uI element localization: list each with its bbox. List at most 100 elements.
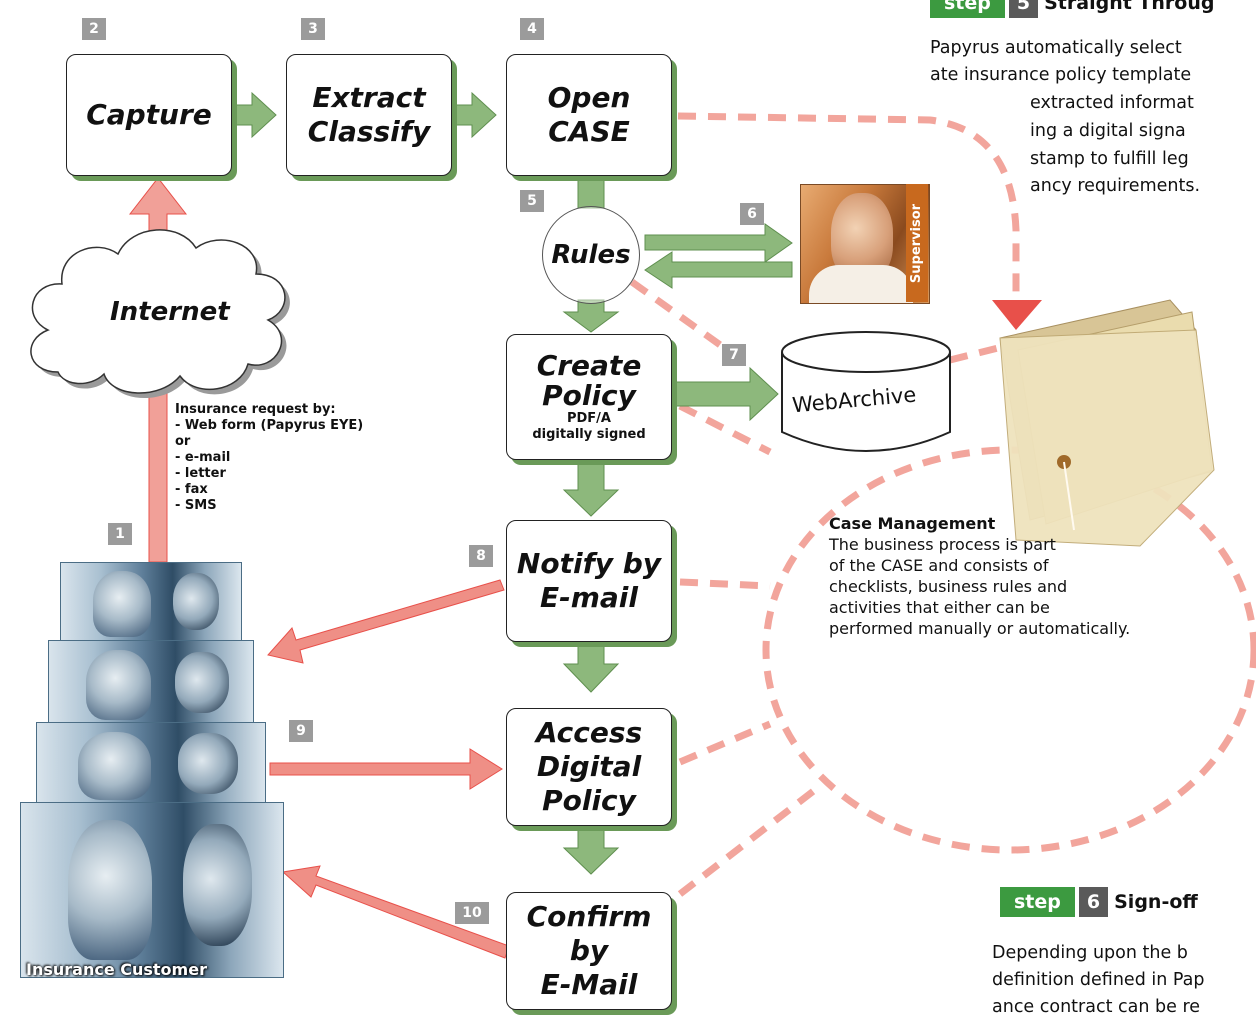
step5-line: ate insurance policy template [930, 65, 1192, 85]
step6-label: step [1000, 887, 1075, 917]
customer-photo-4 [20, 802, 284, 978]
supervisor-label: Supervisor [906, 184, 928, 302]
case-management-line: The business process is part [829, 535, 1056, 554]
step-number-3: 3 [301, 18, 325, 40]
request-item: - letter [175, 466, 226, 481]
step5-number: 5 [1008, 0, 1039, 18]
step-number-8: 8 [469, 545, 493, 567]
arrow-capture-extract [231, 91, 277, 139]
arrow-confirm-customer [281, 865, 510, 959]
step5-header: step 5 Straight Throug [930, 0, 1214, 18]
step-number-5: 5 [520, 190, 544, 212]
open-case-title-line2: CASE [548, 115, 630, 148]
extract-title-line1: Extract [312, 81, 426, 114]
request-item: or [175, 434, 191, 449]
open-case-box: Open CASE [506, 54, 672, 176]
request-item: - SMS [175, 498, 217, 513]
arrow-notify-customer [267, 579, 505, 664]
request-title: Insurance request by: [175, 402, 336, 417]
request-channels: Insurance request by: - Web form (Papyru… [175, 402, 363, 514]
confirm-box: Confirm by E-Mail [506, 892, 672, 1010]
step5-line: stamp to fulfill leg [1030, 149, 1189, 169]
dashed-link-archive [949, 341, 1011, 364]
case-management-line: of the CASE and consists of [829, 556, 1049, 575]
create-policy-sub-line1: PDF/A [566, 411, 611, 426]
request-item: - Web form (Papyrus EYE) [175, 418, 364, 433]
extract-title-line2: Classify [307, 115, 431, 148]
step6-line: Depending upon the b [992, 943, 1188, 963]
arrow-customer-access [269, 748, 503, 790]
create-policy-title-line2: Policy [542, 379, 636, 412]
case-management-text: Case Management The business process is … [829, 513, 1249, 639]
step-number-7: 7 [722, 344, 746, 366]
arrow-open-rules [577, 177, 605, 209]
step-number-1: 1 [108, 523, 132, 545]
dashed-link-open-case [677, 112, 1020, 300]
dashed-link-notify [679, 578, 771, 590]
dashed-link-confirm [677, 783, 823, 897]
request-item: - e-mail [175, 450, 231, 465]
capture-box: Capture [66, 54, 232, 176]
case-management-line: performed manually or automatically. [829, 619, 1131, 638]
internet-cloud [30, 229, 290, 399]
step-number-4: 4 [520, 18, 544, 40]
dashed-link-access [678, 720, 772, 766]
confirm-title-line1: Confirm by [526, 900, 652, 967]
arrow-create-archive [674, 366, 779, 422]
rules-circle: Rules [542, 206, 640, 304]
step6-line: ance contract can be re [992, 997, 1201, 1017]
arrow-notify-access [562, 643, 620, 693]
confirm-title-line2: E-Mail [540, 968, 638, 1001]
supervisor-label-text: Supervisor [909, 203, 925, 283]
capture-title: Capture [86, 98, 212, 131]
step5-line: ancy requirements. [1030, 176, 1201, 196]
create-policy-title-line1: Create [536, 349, 642, 382]
step6-title: Sign-off [1114, 891, 1198, 913]
step6-header: step 6 Sign-off [1000, 887, 1198, 917]
case-management-circle [762, 446, 1256, 854]
step-number-2: 2 [82, 18, 106, 40]
access-title-line2: Digital [536, 750, 642, 783]
create-policy-box: Create Policy PDF/A digitally signed [506, 334, 672, 460]
step5-line: ing a digital signa [1030, 121, 1186, 141]
access-title-line1: Access [535, 716, 643, 749]
step5-label: step [930, 0, 1005, 18]
step5-line: Papyrus automatically select [930, 38, 1182, 58]
case-management-title: Case Management [829, 514, 996, 533]
rules-title: Rules [551, 240, 631, 270]
notify-title-line2: E-mail [539, 581, 638, 614]
open-case-title-line1: Open [547, 81, 631, 114]
customer-photo-3 [36, 722, 266, 810]
arrow-access-confirm [562, 825, 620, 875]
arrow-supervisor-rules [644, 251, 793, 289]
create-policy-sub-line2: digitally signed [532, 427, 646, 442]
arrow-extract-open [451, 91, 497, 139]
green-flow-arrows [231, 91, 793, 875]
step6-line: definition defined in Pap [992, 970, 1205, 990]
arrow-rules-supervisor [644, 223, 793, 263]
request-item: - fax [175, 482, 208, 497]
step-number-6: 6 [740, 203, 764, 225]
step-number-10: 10 [455, 902, 489, 924]
customer-photo-2 [48, 640, 254, 730]
case-management-line: checklists, business rules and [829, 577, 1068, 596]
access-title-line3: Policy [542, 784, 636, 817]
step-number-9: 9 [289, 720, 313, 742]
step5-line: extracted informat [1030, 93, 1194, 113]
arrow-head-open-case [992, 300, 1042, 330]
arrow-rules-create [562, 299, 620, 333]
notify-title-line1: Notify by [516, 547, 662, 580]
dashed-link-create-policy [678, 402, 772, 456]
dashed-link-rules [629, 279, 733, 355]
customer-photo-1 [60, 562, 242, 646]
customer-label: Insurance Customer [26, 960, 207, 979]
internet-label: Internet [110, 297, 230, 327]
access-box: Access Digital Policy [506, 708, 672, 826]
case-management-line: activities that either can be [829, 598, 1050, 617]
step6-number: 6 [1078, 887, 1109, 917]
step5-title: Straight Throug [1044, 0, 1215, 14]
dashed-case-links [629, 112, 1256, 897]
arrow-create-notify [562, 463, 620, 517]
web-archive-cylinder [781, 331, 951, 452]
notify-box: Notify by E-mail [506, 520, 672, 642]
